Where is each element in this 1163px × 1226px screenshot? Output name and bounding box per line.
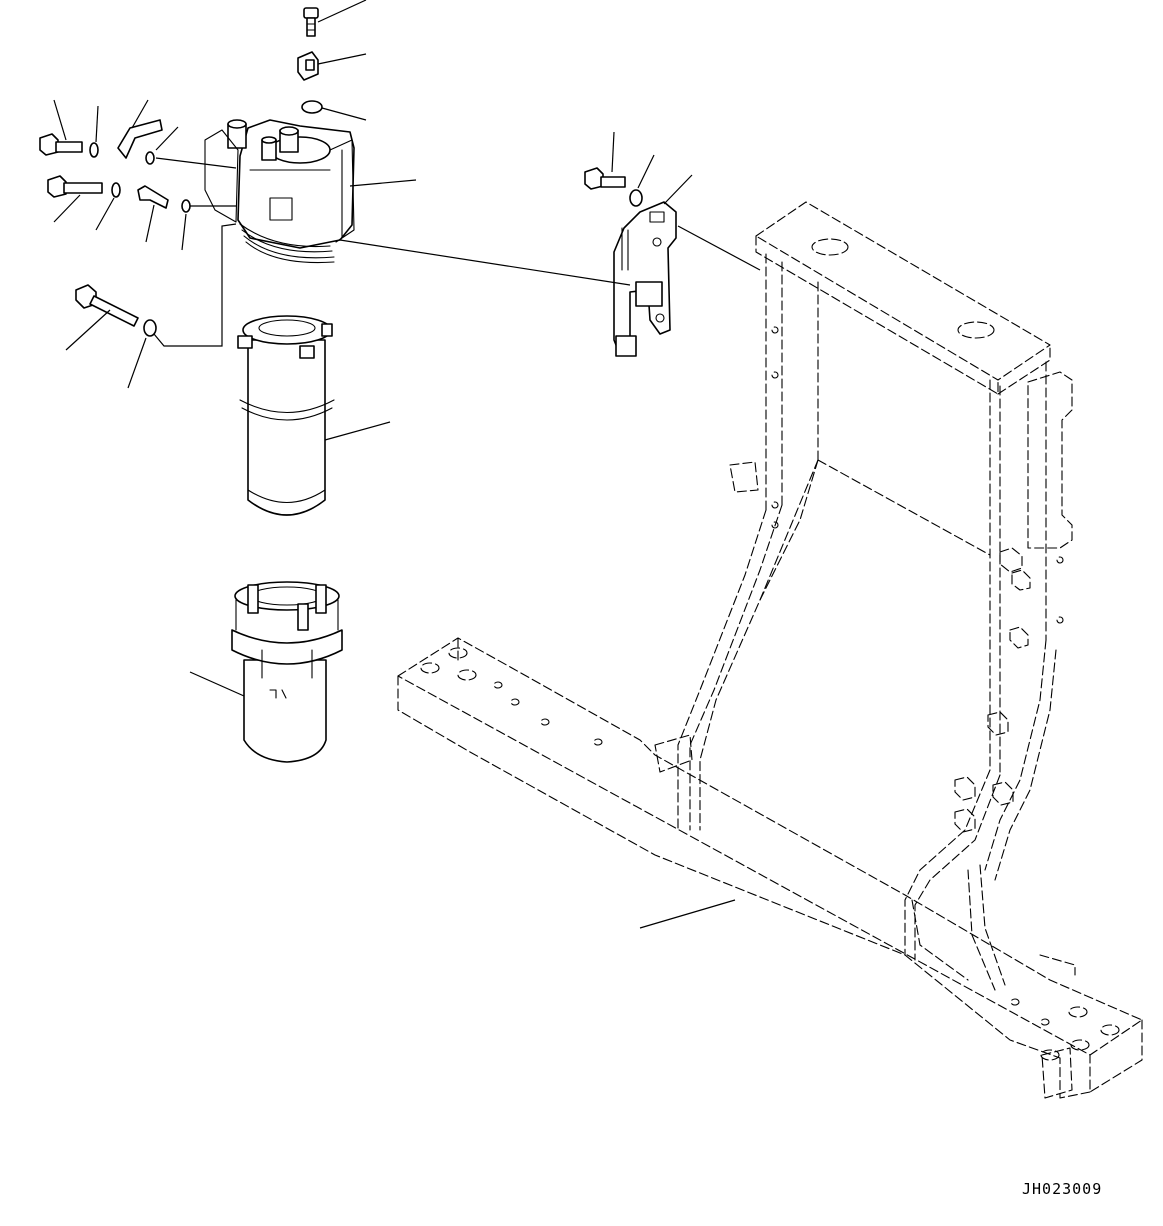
filter-head-assembly bbox=[204, 119, 355, 264]
top-bolt bbox=[303, 7, 319, 37]
o-ring-top bbox=[301, 100, 323, 114]
washer-left-4 bbox=[181, 199, 191, 213]
washer-long-bolt bbox=[143, 319, 157, 337]
elbow-fitting-top bbox=[297, 51, 319, 81]
washer-left-1 bbox=[89, 142, 99, 158]
washer-left-3 bbox=[111, 182, 121, 198]
hose-fitting-left-1 bbox=[117, 119, 163, 159]
bracket-bolt bbox=[584, 167, 626, 190]
filter-element bbox=[237, 315, 335, 516]
leader-lines bbox=[53, 0, 761, 929]
long-bolt bbox=[75, 284, 139, 327]
filter-bowl bbox=[231, 581, 343, 763]
hose-fitting-left-2 bbox=[137, 185, 169, 209]
washer-left-2 bbox=[145, 151, 155, 165]
bolt-left-2 bbox=[47, 175, 103, 198]
bolt-left-1 bbox=[39, 133, 83, 156]
drawing-code: JH023009 bbox=[1022, 1180, 1103, 1198]
machine-frame bbox=[397, 201, 1143, 1099]
mounting-bracket bbox=[613, 201, 677, 357]
bracket-washer bbox=[629, 189, 643, 207]
